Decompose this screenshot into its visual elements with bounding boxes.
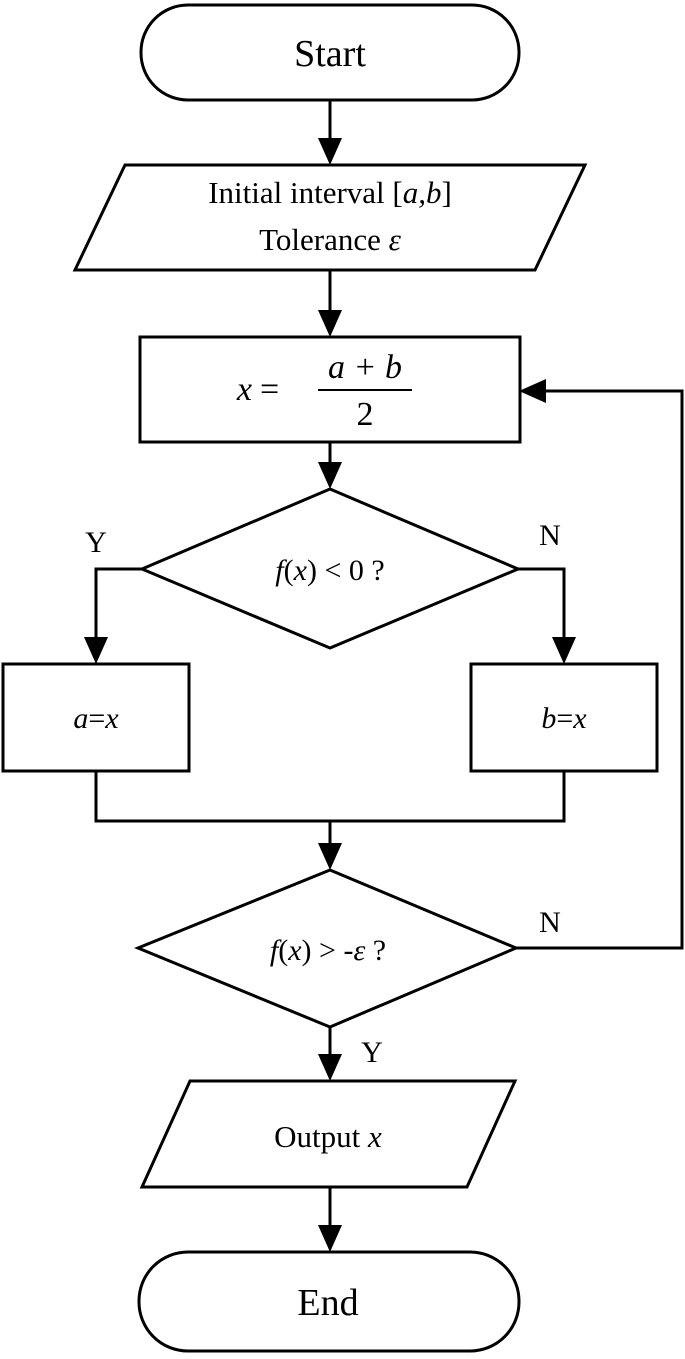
midpoint-lhs: x= bbox=[236, 371, 279, 408]
arrow-decision1-no bbox=[518, 567, 566, 637]
decision1-diamond bbox=[138, 487, 522, 650]
decision1-text: f(x) < 0 ? bbox=[275, 554, 384, 587]
decision2-text: f(x) > -ε ? bbox=[270, 934, 386, 967]
set-a-text: a=x bbox=[73, 702, 119, 735]
output-parallelogram bbox=[139, 1079, 518, 1189]
output-text: Output x bbox=[274, 1119, 382, 1154]
input-line2: Tolerance ε bbox=[259, 222, 402, 257]
arrow-decision2-no-loop bbox=[516, 389, 684, 950]
input-line1: Initial interval [a,b] bbox=[208, 175, 452, 210]
midpoint-denominator: 2 bbox=[357, 396, 374, 433]
arrow-decision1-yes bbox=[94, 567, 142, 637]
decision1-yes-label: Y bbox=[85, 526, 107, 559]
decision2-yes-label: Y bbox=[361, 1036, 383, 1069]
midpoint-numerator: a + b bbox=[328, 349, 402, 386]
merge-line bbox=[94, 771, 566, 823]
set-b-text: b=x bbox=[541, 702, 587, 735]
input-parallelogram bbox=[72, 163, 588, 272]
end-terminator bbox=[137, 1250, 521, 1353]
decision1-no-label: N bbox=[539, 519, 561, 552]
set-a-box bbox=[1, 662, 191, 773]
end-label: End bbox=[297, 1282, 358, 1324]
start-label: Start bbox=[294, 33, 366, 75]
set-b-box bbox=[469, 662, 659, 773]
decision2-no-label: N bbox=[539, 906, 561, 939]
